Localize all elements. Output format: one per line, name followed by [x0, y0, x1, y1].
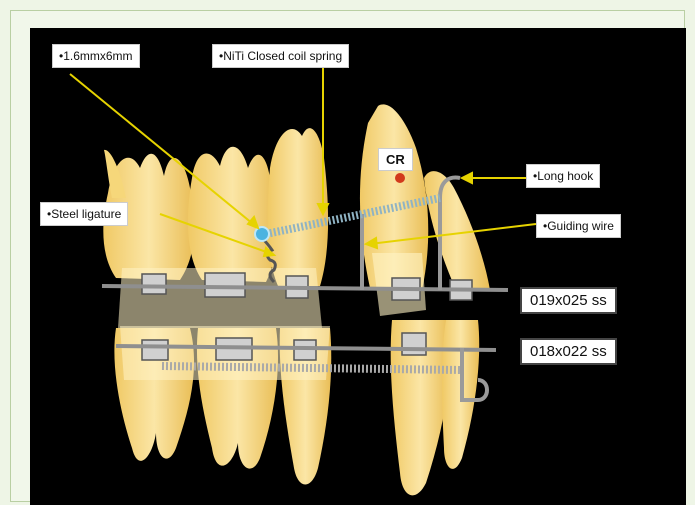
bracket — [142, 340, 168, 360]
diagram-panel: •1.6mmx6mm •NiTi Closed coil spring •Ste… — [30, 28, 686, 505]
bracket — [402, 333, 426, 355]
bracket — [205, 273, 245, 297]
mini-screw-icon — [255, 227, 269, 241]
label-lower-wire: 018x022 ss — [520, 338, 617, 365]
label-steel-ligature: •Steel ligature — [40, 202, 128, 226]
label-center-of-resistance: CR — [378, 148, 413, 171]
label-guiding-wire: •Guiding wire — [536, 214, 621, 238]
dental-diagram — [30, 28, 686, 505]
leader-hook-arrowhead — [462, 173, 472, 183]
label-screw-size: •1.6mmx6mm — [52, 44, 140, 68]
center-of-resistance-icon — [395, 173, 405, 183]
bracket — [142, 274, 166, 294]
label-coil-spring: •NiTi Closed coil spring — [212, 44, 349, 68]
upper-molar-2 — [188, 147, 277, 282]
label-long-hook: •Long hook — [526, 164, 600, 188]
label-upper-wire: 019x025 ss — [520, 287, 617, 314]
